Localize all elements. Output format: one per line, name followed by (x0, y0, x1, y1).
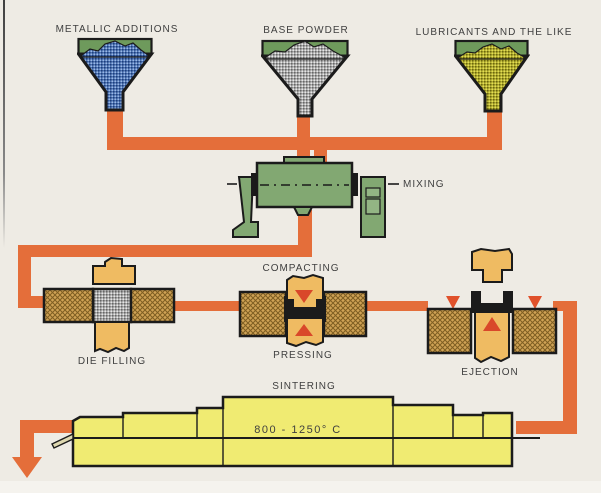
pipe-press-to-ejection (365, 301, 428, 311)
die-cavity-powder (91, 287, 133, 324)
press-die-block-right (322, 290, 368, 338)
hopper-metallic-additions (77, 37, 155, 112)
page-bottom-edge (0, 481, 601, 493)
ejection-die-block-right (511, 307, 558, 355)
pipe-into-die-filling (18, 296, 47, 308)
powder-heap-olive (458, 43, 525, 60)
mixer-trunnion-right (352, 173, 358, 196)
die-filling-station (42, 256, 176, 354)
sintering-furnace (51, 395, 540, 468)
exit-arrow (12, 420, 73, 478)
ejection-down-arrowhead-right (528, 296, 542, 309)
hopper-funnel (454, 54, 530, 113)
ejected-compact (471, 291, 513, 313)
press-die-block-left (238, 290, 288, 338)
label-die-filling: DIE FILLING (77, 356, 147, 367)
label-base-powder: BASE POWDER (263, 25, 349, 36)
mixer-trunnion-left (251, 173, 257, 196)
label-lubricants: LUBRICANTS AND THE LIKE (415, 27, 573, 38)
hopper-lubricants (454, 39, 530, 113)
label-compacting: COMPACTING (262, 263, 340, 274)
ejection-station (426, 247, 558, 364)
furnace-body (71, 395, 514, 468)
mixer-spout (292, 206, 314, 216)
label-metallic-additions: METALLIC ADDITIONS (55, 24, 179, 35)
page-gutter-line (3, 0, 5, 248)
label-ejection: EJECTION (461, 367, 519, 378)
label-sintering: SINTERING (272, 381, 336, 392)
press-up-arrowhead (295, 324, 313, 336)
die-block-right (129, 287, 176, 324)
exit-conveyor-ramp (51, 432, 74, 449)
ejection-die-block-left (426, 307, 473, 355)
pipe-into-furnace (516, 421, 577, 434)
pipe-die-to-press (173, 301, 241, 311)
powder-heap-gray (265, 40, 345, 60)
hopper-funnel (261, 54, 351, 118)
ejection-up-arrowhead (483, 317, 501, 331)
exit-arrow-shape (12, 420, 73, 478)
furnace-temperature: 800 - 1250° C (254, 424, 342, 436)
label-pressing: PRESSING (273, 350, 333, 361)
ejector-punch (474, 310, 510, 364)
powder-heap-blue (81, 40, 149, 58)
support-panel-large (365, 198, 381, 215)
pipe-right-downcomer (563, 301, 577, 434)
hopper-base-powder (261, 39, 351, 118)
label-mixing: MIXING (403, 179, 445, 190)
mixer-machine (227, 156, 399, 238)
pressing-station (238, 273, 368, 348)
pipe-base-powder-drop (297, 112, 310, 170)
hopper-funnel (77, 52, 155, 112)
ejection-down-arrowhead-left (446, 296, 460, 309)
support-panel-small (365, 187, 381, 198)
ejection-upper-punch (471, 247, 513, 283)
lower-punch (94, 321, 130, 354)
press-down-arrowhead (295, 290, 313, 303)
upper-punch (92, 256, 136, 285)
die-block-left (42, 287, 95, 324)
pipe-return-horizontal (18, 245, 312, 257)
pipe-left-downcomer (18, 245, 31, 308)
